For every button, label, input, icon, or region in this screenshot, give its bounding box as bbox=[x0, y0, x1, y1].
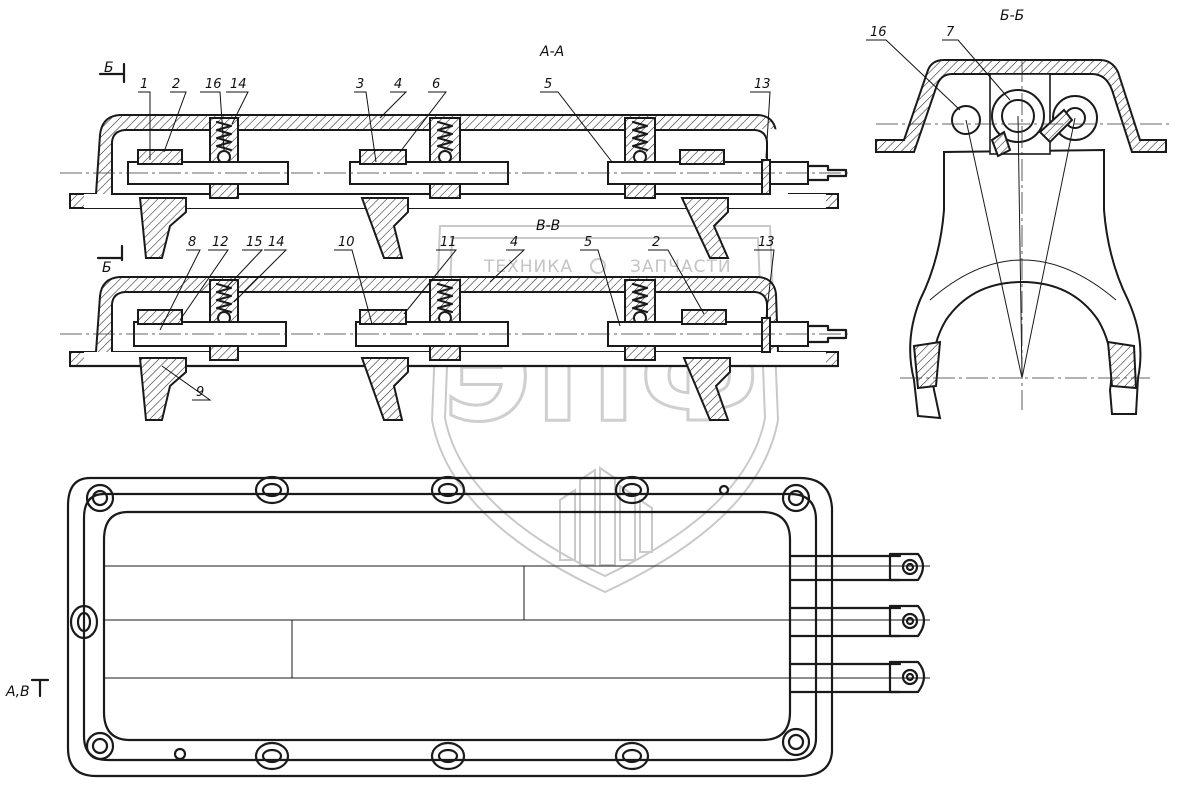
svg-text:А,В: А,В bbox=[5, 684, 30, 700]
callout-12: 12 bbox=[212, 235, 229, 250]
callout-15: 15 bbox=[246, 235, 263, 250]
callout-4: 4 bbox=[394, 77, 402, 92]
cut-mark-b-top: Б bbox=[98, 60, 126, 84]
section-bb-title: Б-Б bbox=[1000, 8, 1024, 24]
callout-1: 1 bbox=[140, 77, 148, 92]
callouts-aa: 1 2 16 14 3 4 6 5 13 bbox=[138, 77, 771, 163]
plan-view bbox=[66, 475, 930, 778]
callout-14b: 14 bbox=[268, 235, 285, 250]
section-aa-title: А-А bbox=[539, 44, 564, 60]
callout-14: 14 bbox=[230, 77, 247, 92]
svg-text:Б: Б bbox=[104, 60, 114, 76]
cut-mark-av: А,В bbox=[5, 678, 50, 700]
cut-mark-b-bottom: Б bbox=[96, 244, 124, 276]
callouts-vv: 8 12 15 14 10 11 4 5 2 13 9 bbox=[159, 235, 775, 401]
callout-16c: 16 bbox=[870, 25, 887, 40]
section-bb bbox=[875, 59, 1170, 420]
callout-5b: 5 bbox=[584, 235, 592, 250]
section-vv-title: В-В bbox=[536, 218, 560, 234]
callout-10: 10 bbox=[338, 235, 355, 250]
callout-6: 6 bbox=[432, 77, 440, 92]
watermark-left-text: ТЕХНИКА bbox=[483, 257, 573, 277]
section-aa bbox=[60, 114, 850, 259]
gear-icon bbox=[590, 258, 606, 274]
callout-7: 7 bbox=[946, 25, 955, 40]
callout-2: 2 bbox=[172, 77, 180, 92]
callout-13b: 13 bbox=[758, 235, 775, 250]
callout-8: 8 bbox=[188, 235, 196, 250]
callout-2b: 2 bbox=[652, 235, 660, 250]
callout-4b: 4 bbox=[510, 235, 518, 250]
section-vv bbox=[60, 276, 850, 421]
svg-text:Б: Б bbox=[102, 260, 112, 276]
callouts-bb: 16 7 bbox=[866, 25, 1011, 111]
watermark-right-text: ЗАПЧАСТИ bbox=[630, 257, 732, 277]
watermark-emblem bbox=[559, 466, 653, 566]
callout-5: 5 bbox=[544, 77, 552, 92]
callout-3: 3 bbox=[356, 77, 364, 92]
callout-16: 16 bbox=[205, 77, 222, 92]
callout-13: 13 bbox=[754, 77, 771, 92]
callout-11: 11 bbox=[440, 235, 457, 250]
